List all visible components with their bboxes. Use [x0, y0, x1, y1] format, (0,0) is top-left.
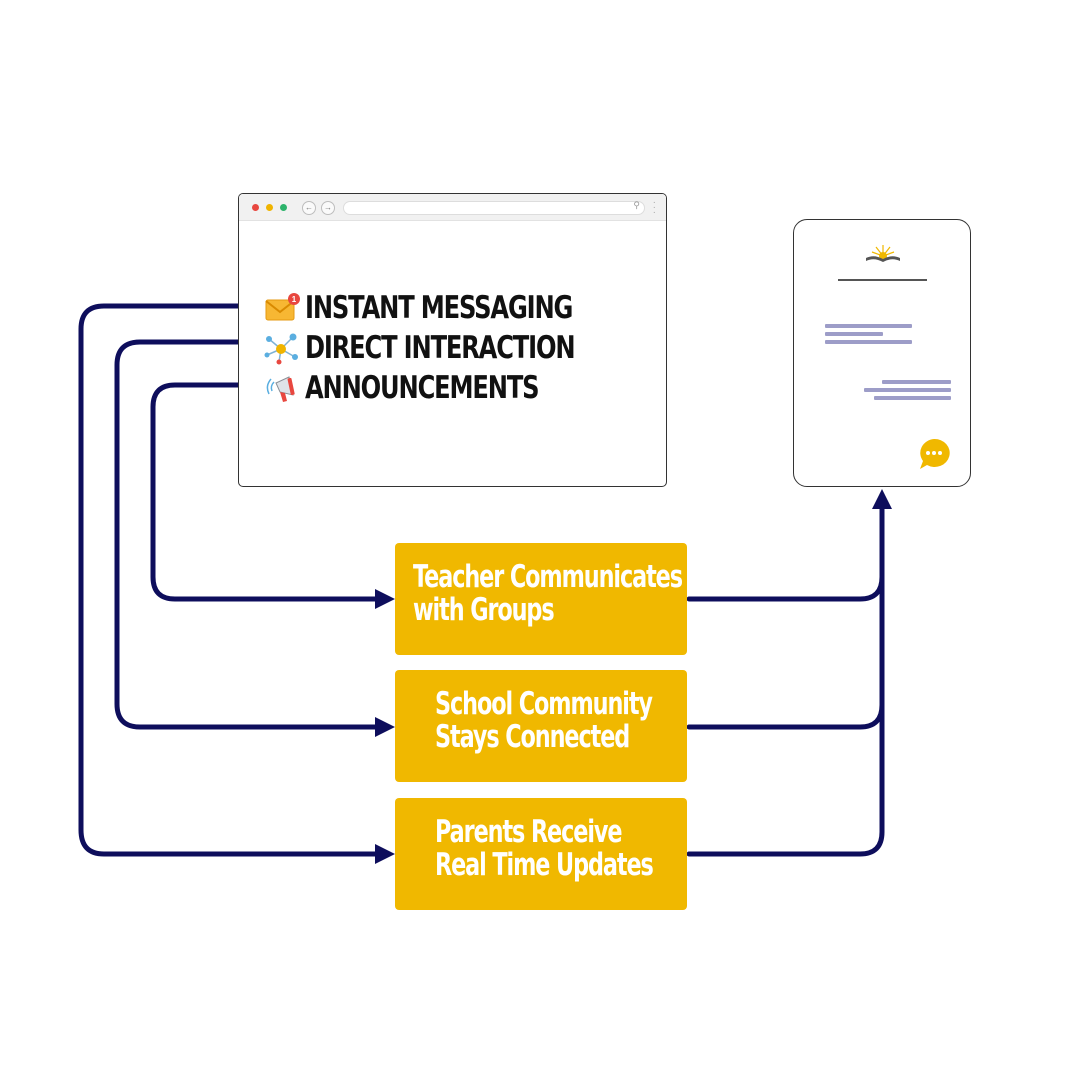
- sent-message-line: [874, 396, 951, 400]
- feature-item: DIRECT INTERACTION: [263, 328, 650, 368]
- step-label: Teacher Communicates with Groups: [413, 559, 683, 628]
- connector-parents-to-phone: [686, 489, 892, 857]
- close-dot-icon[interactable]: [252, 204, 259, 211]
- feature-label: INSTANT MESSAGING: [305, 290, 573, 326]
- step-label: Parents Receive Real Time Updates: [435, 814, 654, 883]
- feature-label: ANNOUNCEMENTS: [305, 370, 540, 406]
- feature-item: 1 INSTANT MESSAGING: [263, 288, 650, 328]
- back-arrow-icon[interactable]: ←: [302, 201, 316, 215]
- kebab-menu-icon[interactable]: ···: [652, 197, 656, 218]
- step-teacher-communicates: Teacher Communicates with Groups: [395, 543, 687, 655]
- step-label-line-1: School Community: [435, 686, 653, 722]
- megaphone-icon: [266, 376, 295, 402]
- step-label-line-1: Teacher Communicates: [413, 559, 683, 595]
- step-label: School Community Stays Connected: [435, 686, 653, 755]
- envelope-notification-icon: 1: [265, 293, 300, 321]
- chat-bubble-icon[interactable]: [917, 437, 951, 471]
- step-parents-receive: Parents Receive Real Time Updates: [395, 798, 687, 910]
- step-label-line-2: Real Time Updates: [435, 847, 654, 883]
- open-book-sunrise-icon: [866, 245, 900, 262]
- search-icon: ⚲: [633, 200, 640, 210]
- connector-interaction-to-community: [114, 339, 395, 737]
- connector-messaging-to-parents: [78, 303, 395, 864]
- feature-list: 1 INSTANT MESSAGING DIRECT INTERACTION: [263, 288, 650, 408]
- maximize-dot-icon[interactable]: [280, 204, 287, 211]
- browser-toolbar: ← → ⚲ ···: [239, 194, 666, 221]
- phone-header-divider: [838, 279, 927, 281]
- sent-message-line: [882, 380, 951, 384]
- step-label-line-2: Stays Connected: [435, 719, 630, 755]
- svg-text:1: 1: [292, 295, 297, 304]
- minimize-dot-icon[interactable]: [266, 204, 273, 211]
- step-label-line-1: Parents Receive: [435, 814, 623, 850]
- forward-arrow-icon[interactable]: →: [321, 201, 335, 215]
- connector-announcements-to-teacher: [150, 382, 395, 609]
- received-message-line: [825, 332, 883, 336]
- sent-message-line: [864, 388, 951, 392]
- received-message-line: [825, 324, 912, 328]
- feature-item: ANNOUNCEMENTS: [263, 368, 650, 408]
- step-school-community: School Community Stays Connected: [395, 670, 687, 782]
- network-nodes-icon: [264, 333, 298, 365]
- phone-mockup: [793, 219, 971, 487]
- connector-teacher-to-phone: [686, 574, 885, 602]
- step-label-line-2: with Groups: [413, 592, 555, 628]
- connector-community-to-phone: [686, 702, 885, 730]
- received-message-line: [825, 340, 912, 344]
- browser-window: ← → ⚲ ··· 1 INSTANT MESSAGING: [238, 193, 667, 487]
- address-bar[interactable]: ⚲: [343, 200, 645, 215]
- feature-label: DIRECT INTERACTION: [305, 330, 576, 366]
